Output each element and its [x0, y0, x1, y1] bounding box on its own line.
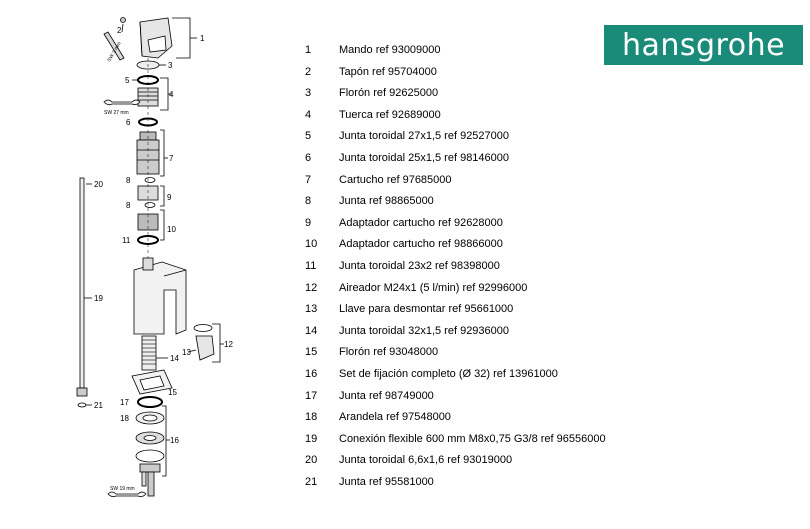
part-description: Junta toroidal 23x2 ref 98398000 [339, 260, 500, 272]
callout-20: 20 [94, 180, 103, 189]
part-number: 3 [305, 87, 312, 100]
wrench-top-label: SW 27 mm [104, 110, 129, 116]
part-number: 17 [305, 389, 318, 402]
part-number: 16 [305, 368, 318, 380]
part-description: Junta ref 98865000 [339, 195, 434, 208]
part-number: 7 [305, 173, 312, 186]
callout-12: 12 [224, 340, 233, 349]
brand-logo-text: hansgrohe [621, 27, 786, 63]
part-description: Junta ref 95581000 [339, 476, 434, 488]
part-description: Adaptador cartucho ref 92628000 [339, 216, 503, 229]
callout-9: 9 [167, 193, 172, 202]
part-number: 2 [305, 65, 312, 78]
callout-7: 7 [169, 154, 174, 163]
part-number: 14 [305, 324, 318, 337]
callout-16: 16 [170, 436, 179, 445]
callout-6: 6 [126, 118, 131, 127]
brand-logo: hansgrohe [604, 25, 803, 65]
part-description: Florón ref 92625000 [339, 87, 439, 100]
part-description: Junta toroidal 27x1,5 ref 92527000 [339, 130, 510, 143]
part-description: Junta toroidal 25x1,5 ref 98146000 [339, 152, 510, 164]
part-description: Junta toroidal 6,6x1,6 ref 93019000 [339, 454, 513, 467]
callout-5: 5 [125, 76, 130, 85]
callout-2: 2 [117, 26, 122, 35]
part-description: Florón ref 93048000 [339, 346, 439, 359]
part-number: 15 [305, 346, 318, 359]
part-number: 5 [305, 130, 312, 143]
part-number: 6 [305, 152, 312, 164]
part-number: 4 [305, 108, 312, 121]
part-description: Tuerca ref 92689000 [339, 108, 441, 121]
part-description: Arandela ref 97548000 [339, 411, 451, 424]
part-number: 11 [305, 260, 317, 272]
callout-3: 3 [168, 61, 173, 70]
part-description: Llave para desmontar ref 95661000 [339, 303, 514, 316]
wrench-bottom-label: SW 19 mm [110, 486, 135, 492]
callout-10: 10 [167, 225, 176, 234]
callout-4: 4 [169, 90, 174, 99]
part-description: Mando ref 93009000 [339, 44, 441, 56]
part-description: Adaptador cartucho ref 98866000 [339, 238, 503, 251]
part-number: 18 [305, 411, 318, 424]
callout-8a: 8 [126, 176, 131, 185]
handle-part [139, 17, 173, 59]
callout-18: 18 [120, 414, 129, 423]
callout-13: 13 [182, 348, 191, 357]
part-number: 9 [305, 216, 312, 229]
part-description: Tapón ref 95704000 [339, 65, 437, 78]
part-description: Set de fijación completo (Ø 32) ref 1396… [339, 368, 558, 380]
callout-15: 15 [168, 388, 177, 397]
part-number: 21 [305, 476, 318, 488]
part-description: Aireador M24x1 (5 l/min) ref 92996000 [339, 281, 528, 294]
callout-8b: 8 [126, 201, 131, 210]
part-number: 13 [305, 303, 318, 316]
part-description: Junta toroidal 32x1,5 ref 92936000 [339, 324, 510, 337]
callout-1: 1 [200, 34, 205, 43]
part-description: Junta ref 98749000 [339, 389, 434, 402]
callout-14: 14 [170, 354, 179, 363]
part-number: 12 [305, 281, 318, 294]
part-number: 1 [305, 44, 312, 56]
exploded-diagram: 1 2 3 4 5 6 7 8 8 9 10 11 12 13 14 15 16… [76, 17, 233, 498]
part-description: Cartucho ref 97685000 [339, 173, 452, 186]
callout-19: 19 [94, 294, 103, 303]
callout-21: 21 [94, 401, 103, 410]
part-number: 19 [305, 432, 318, 445]
callout-11: 11 [122, 236, 131, 245]
part-number: 10 [305, 238, 318, 251]
part-number: 8 [305, 195, 312, 208]
part-description: Conexión flexible 600 mm M8x0,75 G3/8 re… [339, 432, 606, 445]
callout-17: 17 [120, 398, 129, 407]
part-number: 20 [305, 454, 318, 467]
